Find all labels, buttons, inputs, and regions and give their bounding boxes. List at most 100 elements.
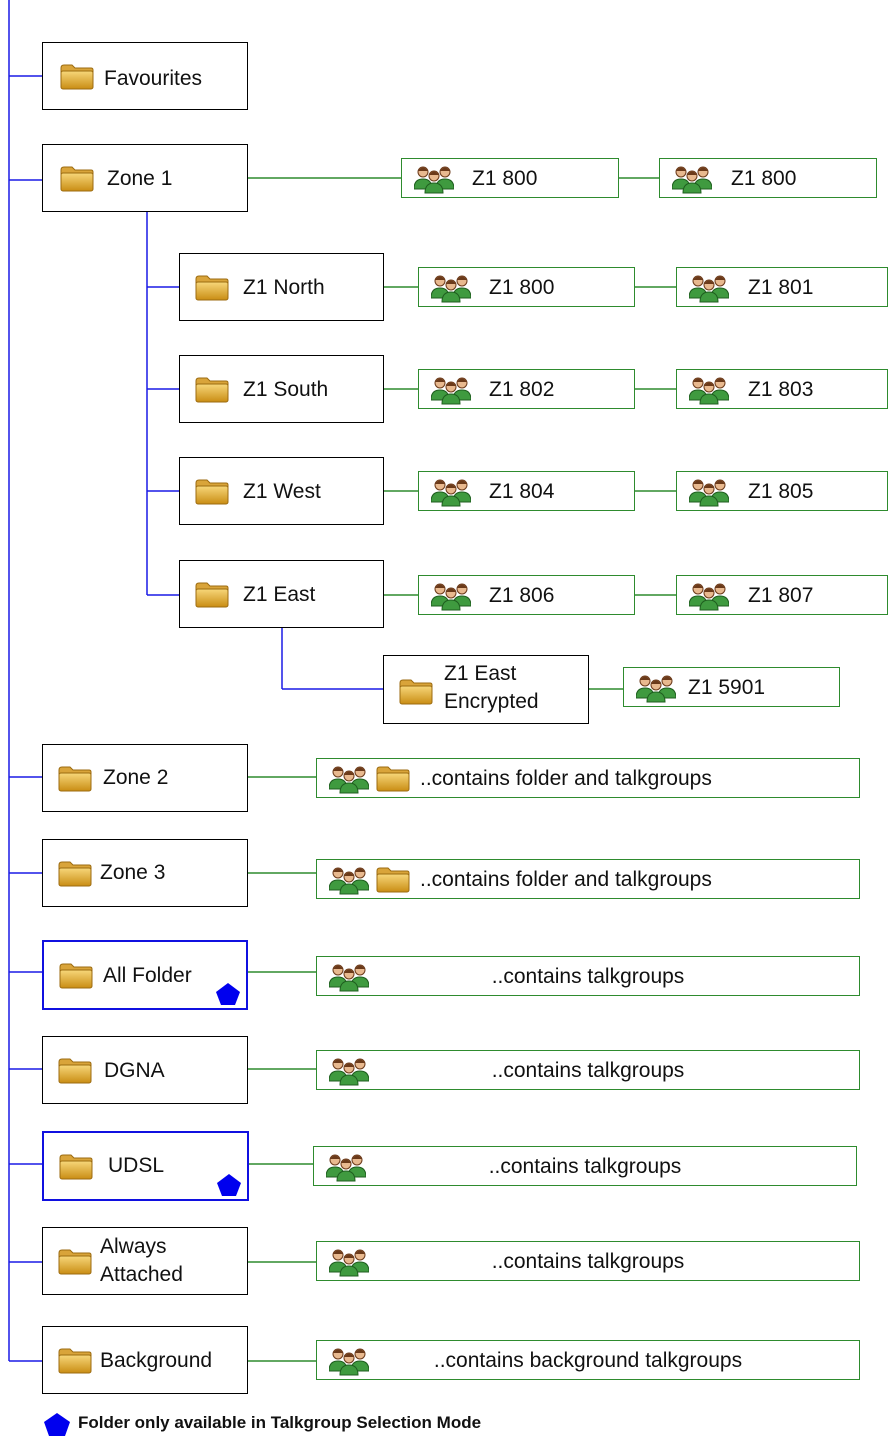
talkgroup-icon	[431, 377, 471, 405]
folder-udsl[interactable]: UDSL	[42, 1131, 249, 1201]
contents-dgna-label: ..contains talkgroups	[491, 1059, 685, 1082]
talkgroup-north-a[interactable]: Z1 800	[418, 267, 635, 307]
legend-text: Folder only available in Talkgroup Selec…	[78, 1413, 482, 1432]
talkgroup-icon	[431, 583, 471, 611]
folder-z1-north-label: Z1 North	[243, 276, 325, 299]
folder-icon	[58, 861, 92, 887]
talkgroup-icon	[329, 867, 369, 895]
talkgroup-zone1-b-label: Z1 800	[731, 167, 797, 190]
talkgroup-icon	[689, 377, 729, 405]
contents-dgna[interactable]: ..contains talkgroups	[316, 1050, 860, 1090]
folder-zone-1-label: Zone 1	[107, 167, 173, 190]
talkgroup-icon	[431, 275, 471, 303]
folder-all-folder-label: All Folder	[103, 964, 192, 987]
folder-always-attached-label: Always Attached	[100, 1235, 183, 1286]
contents-always-attached[interactable]: ..contains talkgroups	[316, 1241, 860, 1281]
folder-favourites[interactable]: Favourites	[42, 42, 248, 110]
talkgroup-west-a-label: Z1 804	[489, 480, 555, 503]
folder-icon	[59, 963, 93, 989]
talkgroup-encrypted-a[interactable]: Z1 5901	[623, 667, 840, 707]
contents-all-folder[interactable]: ..contains talkgroups	[316, 956, 860, 996]
folder-zone-3[interactable]: Zone 3	[42, 839, 248, 907]
pentagon-marker-icon	[44, 1413, 70, 1436]
talkgroup-west-b-label: Z1 805	[748, 480, 814, 503]
folder-icon	[58, 1249, 92, 1275]
talkgroup-south-b[interactable]: Z1 803	[676, 369, 888, 409]
contents-zone-2-label: ..contains folder and talkgroups	[420, 767, 712, 790]
folder-z1-south-label: Z1 South	[243, 378, 329, 401]
folder-zone-3-label: Zone 3	[100, 861, 166, 884]
folder-icon	[195, 377, 229, 403]
folder-icon	[376, 766, 410, 792]
folder-zone-2[interactable]: Zone 2	[42, 744, 248, 812]
pentagon-marker-icon	[217, 1174, 241, 1196]
talkgroup-east-b-label: Z1 807	[748, 584, 814, 607]
folder-icon	[58, 1058, 92, 1084]
contents-zone-3[interactable]: ..contains folder and talkgroups	[316, 859, 860, 899]
contents-udsl[interactable]: ..contains talkgroups	[313, 1146, 857, 1186]
folder-all-folder[interactable]: All Folder	[42, 940, 248, 1010]
talkgroup-east-b[interactable]: Z1 807	[676, 575, 888, 615]
folder-z1-north[interactable]: Z1 North	[179, 253, 384, 321]
contents-background-label: ..contains background talkgroups	[433, 1349, 743, 1372]
folder-background[interactable]: Background	[42, 1326, 248, 1394]
folder-icon	[399, 679, 433, 705]
talkgroup-icon	[414, 166, 454, 194]
talkgroup-north-a-label: Z1 800	[489, 276, 555, 299]
talkgroup-icon	[689, 479, 729, 507]
folder-zone-2-label: Zone 2	[103, 766, 169, 789]
talkgroup-east-a[interactable]: Z1 806	[418, 575, 635, 615]
contents-zone-2[interactable]: ..contains folder and talkgroups	[316, 758, 860, 798]
contents-background[interactable]: ..contains background talkgroups	[316, 1340, 860, 1380]
talkgroup-icon	[329, 1058, 369, 1086]
talkgroup-west-b[interactable]: Z1 805	[676, 471, 888, 511]
folder-z1-east-encrypted-label: Z1 East Encrypted	[444, 662, 539, 713]
folder-z1-east-label: Z1 East	[243, 583, 316, 606]
talkgroup-icon	[672, 166, 712, 194]
folder-icon	[60, 166, 94, 192]
folder-z1-east-encrypted[interactable]: Z1 East Encrypted	[383, 655, 589, 724]
folder-z1-west[interactable]: Z1 West	[179, 457, 384, 525]
talkgroup-south-a[interactable]: Z1 802	[418, 369, 635, 409]
folder-z1-west-label: Z1 West	[243, 480, 321, 503]
folder-icon	[195, 479, 229, 505]
talkgroup-zone1-a[interactable]: Z1 800	[401, 158, 619, 198]
folder-icon	[376, 867, 410, 893]
talkgroup-icon	[329, 964, 369, 992]
folder-z1-south[interactable]: Z1 South	[179, 355, 384, 423]
folder-udsl-label: UDSL	[108, 1154, 165, 1177]
contents-zone-3-label: ..contains folder and talkgroups	[420, 868, 712, 891]
talkgroup-icon	[689, 275, 729, 303]
folder-background-label: Background	[100, 1349, 213, 1372]
folder-icon	[58, 766, 92, 792]
talkgroup-south-a-label: Z1 802	[489, 378, 555, 401]
talkgroup-icon	[326, 1154, 366, 1182]
talkgroup-icon	[431, 479, 471, 507]
talkgroup-south-b-label: Z1 803	[748, 378, 814, 401]
folder-favourites-label: Favourites	[104, 67, 203, 90]
folder-dgna-label: DGNA	[104, 1059, 165, 1082]
talkgroup-north-b-label: Z1 801	[748, 276, 814, 299]
folder-z1-east[interactable]: Z1 East	[179, 560, 384, 628]
talkgroup-west-a[interactable]: Z1 804	[418, 471, 635, 511]
talkgroup-icon	[329, 1249, 369, 1277]
talkgroup-north-b[interactable]: Z1 801	[676, 267, 888, 307]
contents-always-attached-label: ..contains talkgroups	[491, 1250, 685, 1273]
folder-icon	[195, 275, 229, 301]
folder-dgna[interactable]: DGNA	[42, 1036, 248, 1104]
talkgroup-icon	[329, 766, 369, 794]
folder-always-attached[interactable]: Always Attached	[42, 1227, 248, 1295]
contents-all-folder-label: ..contains talkgroups	[491, 965, 685, 988]
contents-udsl-label: ..contains talkgroups	[488, 1155, 682, 1178]
folder-zone-1[interactable]: Zone 1	[42, 144, 248, 212]
talkgroup-zone1-b[interactable]: Z1 800	[659, 158, 877, 198]
talkgroup-icon	[636, 675, 676, 703]
folder-icon	[58, 1348, 92, 1374]
talkgroup-encrypted-a-label: Z1 5901	[688, 676, 766, 699]
talkgroup-icon	[689, 583, 729, 611]
folder-icon	[60, 64, 94, 90]
talkgroup-east-a-label: Z1 806	[489, 584, 555, 607]
folder-icon	[59, 1154, 93, 1180]
